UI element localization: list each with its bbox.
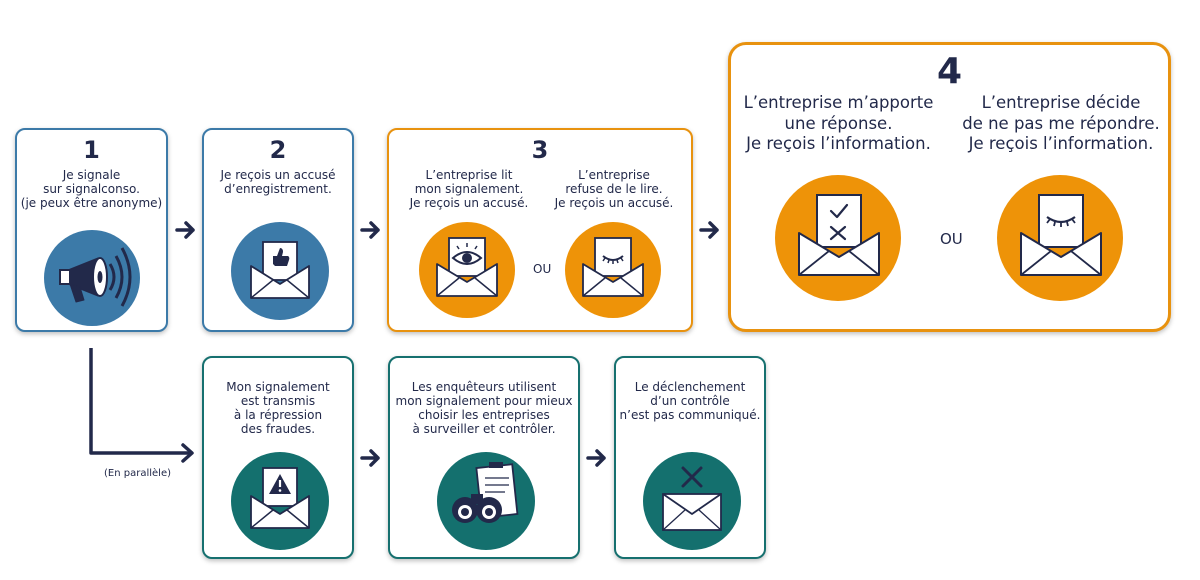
- arrow-right-icon: [360, 448, 382, 472]
- closed-eye-envelope-icon: [997, 175, 1123, 301]
- step-4-card: 4 L’entreprise m’apporte une réponse. Je…: [728, 42, 1171, 332]
- control-card: Le déclenchement d’un contrôle n’est pas…: [614, 356, 766, 559]
- parallel-label: (En parallèle): [104, 468, 171, 479]
- step-text: Je reçois un accusé d’enregistrement.: [220, 168, 336, 196]
- investigators-card: Les enquêteurs utilisent mon signalement…: [388, 356, 580, 559]
- arrow-right-icon: [699, 220, 721, 244]
- step-2-card: 2 Je reçois un accusé d’enregistrement.: [202, 128, 354, 332]
- or-label: OU: [940, 230, 963, 248]
- step-number: 1: [83, 136, 100, 164]
- step-3-card: 3 L’entreprise lit mon signalement. Je r…: [387, 128, 693, 332]
- step-number: 2: [269, 136, 287, 164]
- check-cross-envelope-icon: [775, 175, 901, 301]
- closed-eye-envelope-icon: [565, 222, 661, 318]
- step-number: 3: [531, 136, 549, 164]
- step-text: Les enquêteurs utilisent mon signalement…: [395, 380, 573, 436]
- step-text: Mon signalement est transmis à la répres…: [226, 380, 330, 436]
- arrow-right-icon: [360, 220, 382, 244]
- megaphone-icon: [44, 230, 140, 326]
- step-number: 4: [936, 51, 963, 92]
- eye-envelope-icon: [419, 222, 515, 318]
- or-label: OU: [533, 262, 552, 276]
- step-text-left: L’entreprise m’apporte une réponse. Je r…: [743, 93, 934, 153]
- arrow-right-icon: [586, 448, 608, 472]
- step-1-card: 1 Je signale sur signalconso. (je peux ê…: [15, 128, 168, 332]
- fraud-repression-card: Mon signalement est transmis à la répres…: [202, 356, 354, 559]
- step-text-right: L’entreprise refuse de le lire. Je reçoi…: [554, 168, 674, 210]
- thumbs-up-envelope-icon: [231, 222, 329, 320]
- step-text: Je signale sur signalconso. (je peux êtr…: [20, 168, 163, 210]
- arrow-right-icon: [175, 220, 197, 244]
- step-text-left: L’entreprise lit mon signalement. Je reç…: [409, 168, 529, 210]
- step-text: Le déclenchement d’un contrôle n’est pas…: [619, 380, 761, 422]
- step-text-right: L’entreprise décide de ne pas me répondr…: [962, 93, 1160, 153]
- cross-envelope-icon: [643, 452, 741, 550]
- warning-envelope-icon: [231, 452, 329, 550]
- binoculars-clipboard-icon: [437, 452, 535, 550]
